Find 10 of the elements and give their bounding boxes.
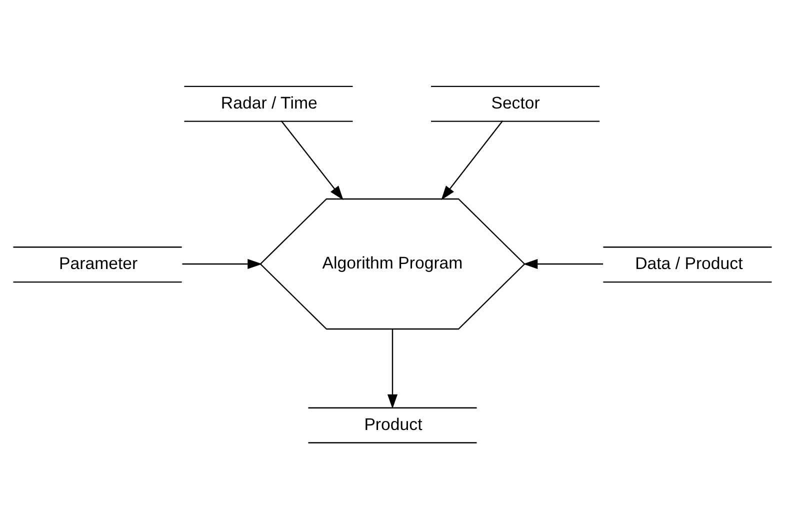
node-text: Product <box>364 414 422 434</box>
node-text: Sector <box>491 92 540 112</box>
arrow <box>523 258 604 269</box>
node-text: Radar / Time <box>220 92 318 112</box>
node-text: Data / Product <box>635 254 743 273</box>
arrow <box>387 328 398 408</box>
arrow <box>280 120 344 200</box>
node-text: Parameter <box>59 254 138 273</box>
arrow <box>182 258 262 269</box>
arrow <box>441 120 504 200</box>
